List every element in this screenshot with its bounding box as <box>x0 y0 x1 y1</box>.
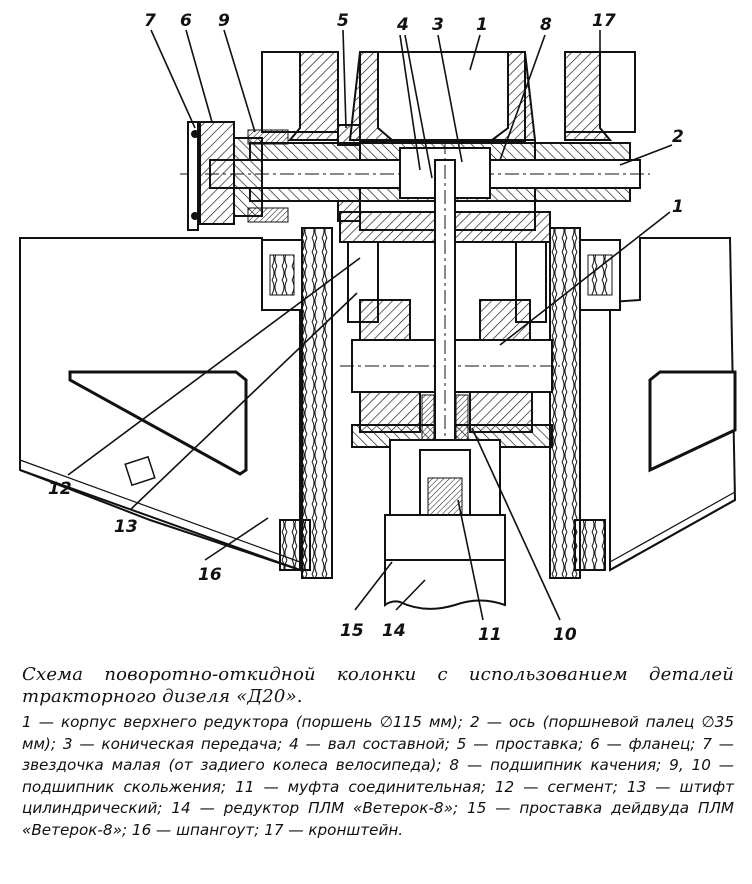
legend-item: 6 — фланец; <box>590 734 703 753</box>
legend-item: 14 — редуктор ПЛМ «Ветерок-8»; <box>171 799 468 817</box>
callout-11: 11 <box>478 625 502 645</box>
legend-item: 2 — ось (поршневой палец ∅35 мм); <box>22 713 734 753</box>
callout-9: 9 <box>218 11 230 31</box>
legend-item: 7 — звездочка малая (от задиего колеса в… <box>22 734 734 775</box>
legend-item: 16 — шпангоут; <box>131 820 265 839</box>
caption-legend: 1 — корпус верхнего редуктора (поршень ∅… <box>22 712 734 841</box>
callout-10: 10 <box>553 625 577 645</box>
caption-title: Схема поворотно-откидной колонки с испол… <box>22 664 734 707</box>
callout-1-top: 1 <box>476 15 488 35</box>
callout-4: 4 <box>396 15 409 35</box>
callout-5: 5 <box>337 11 349 31</box>
callout-16: 16 <box>198 565 222 585</box>
stern-tube-spacer <box>384 439 506 561</box>
legend-item: 1 — корпус верхнего редуктора (поршень ∅… <box>22 713 470 731</box>
callout-3: 3 <box>432 15 444 35</box>
legend-item: 12 — сегмент; <box>494 777 627 796</box>
flange-sprocket <box>187 121 289 231</box>
callout-13: 13 <box>114 517 138 537</box>
callout-15: 15 <box>340 621 364 641</box>
top-bracket-left <box>261 51 339 141</box>
legend-item: 15 — проставка дейдвуда ПЛМ «Ветерок-8»; <box>22 799 735 839</box>
callout-12: 12 <box>48 479 72 499</box>
legend-item: 5 — проставка; <box>456 734 591 753</box>
legend-item: 11 — муфта соединительная; <box>235 777 495 796</box>
callout-1-right: 1 <box>672 197 684 217</box>
callout-17: 17 <box>592 11 616 31</box>
callout-7: 7 <box>144 11 156 31</box>
transom-board <box>19 237 737 572</box>
figure-caption: Схема поворотно-откидной колонки с испол… <box>22 664 734 841</box>
legend-item: 3 — коническая передача; <box>62 734 290 753</box>
top-bracket-right <box>564 51 636 141</box>
legend-item: 9, 10 — подшипник скольжения; <box>22 756 734 796</box>
legend-item: 13 — штифт цилиндрический; <box>22 777 734 818</box>
outboard-gearbox <box>384 559 506 610</box>
leader-lines <box>67 29 673 621</box>
legend-item: 8 — подшипник качения; <box>449 756 670 774</box>
callout-2: 2 <box>672 127 684 147</box>
legend-item: 17 — кронштейн. <box>264 820 404 839</box>
callout-6: 6 <box>180 11 192 31</box>
callout-8: 8 <box>540 15 552 35</box>
column-assembly-drawing: 7 6 9 5 4 3 1 8 17 2 1 12 13 16 15 14 11… <box>19 11 737 645</box>
callout-labels: 7 6 9 5 4 3 1 8 17 2 1 12 13 16 15 14 11… <box>48 11 684 645</box>
callout-14: 14 <box>382 621 406 641</box>
legend-item: 4 — вал составной; <box>289 734 457 753</box>
bracket-left <box>261 227 333 579</box>
